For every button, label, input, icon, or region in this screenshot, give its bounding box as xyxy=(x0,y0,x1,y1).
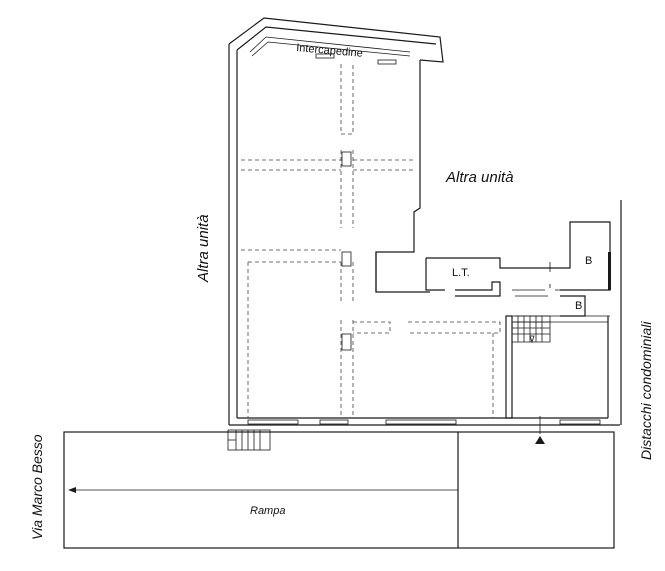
b-upper-label: B xyxy=(585,255,592,267)
outer-walls xyxy=(228,17,620,426)
ramp-area: Rampa xyxy=(63,431,615,549)
distacchi-label: Distacchi condominiali xyxy=(638,321,654,460)
lt-label: L.T. xyxy=(452,267,470,279)
rampa-label: Rampa xyxy=(250,505,285,517)
intercapedine-label: Intercapedine xyxy=(296,42,363,60)
dashed-partitions xyxy=(241,64,501,418)
openings xyxy=(247,416,601,444)
via-marco-besso-label: Via Marco Besso xyxy=(29,434,45,540)
staircase xyxy=(505,200,622,425)
intercapedine-strip: Intercapedine xyxy=(249,36,411,65)
altra-unita-top-label: Altra unità xyxy=(445,169,514,186)
altra-unita-left-label: Altra unità xyxy=(195,214,212,283)
entrance-steps xyxy=(227,429,271,451)
utility-rooms: L.T. B B xyxy=(375,221,611,317)
b-lower-label: B xyxy=(575,300,582,312)
